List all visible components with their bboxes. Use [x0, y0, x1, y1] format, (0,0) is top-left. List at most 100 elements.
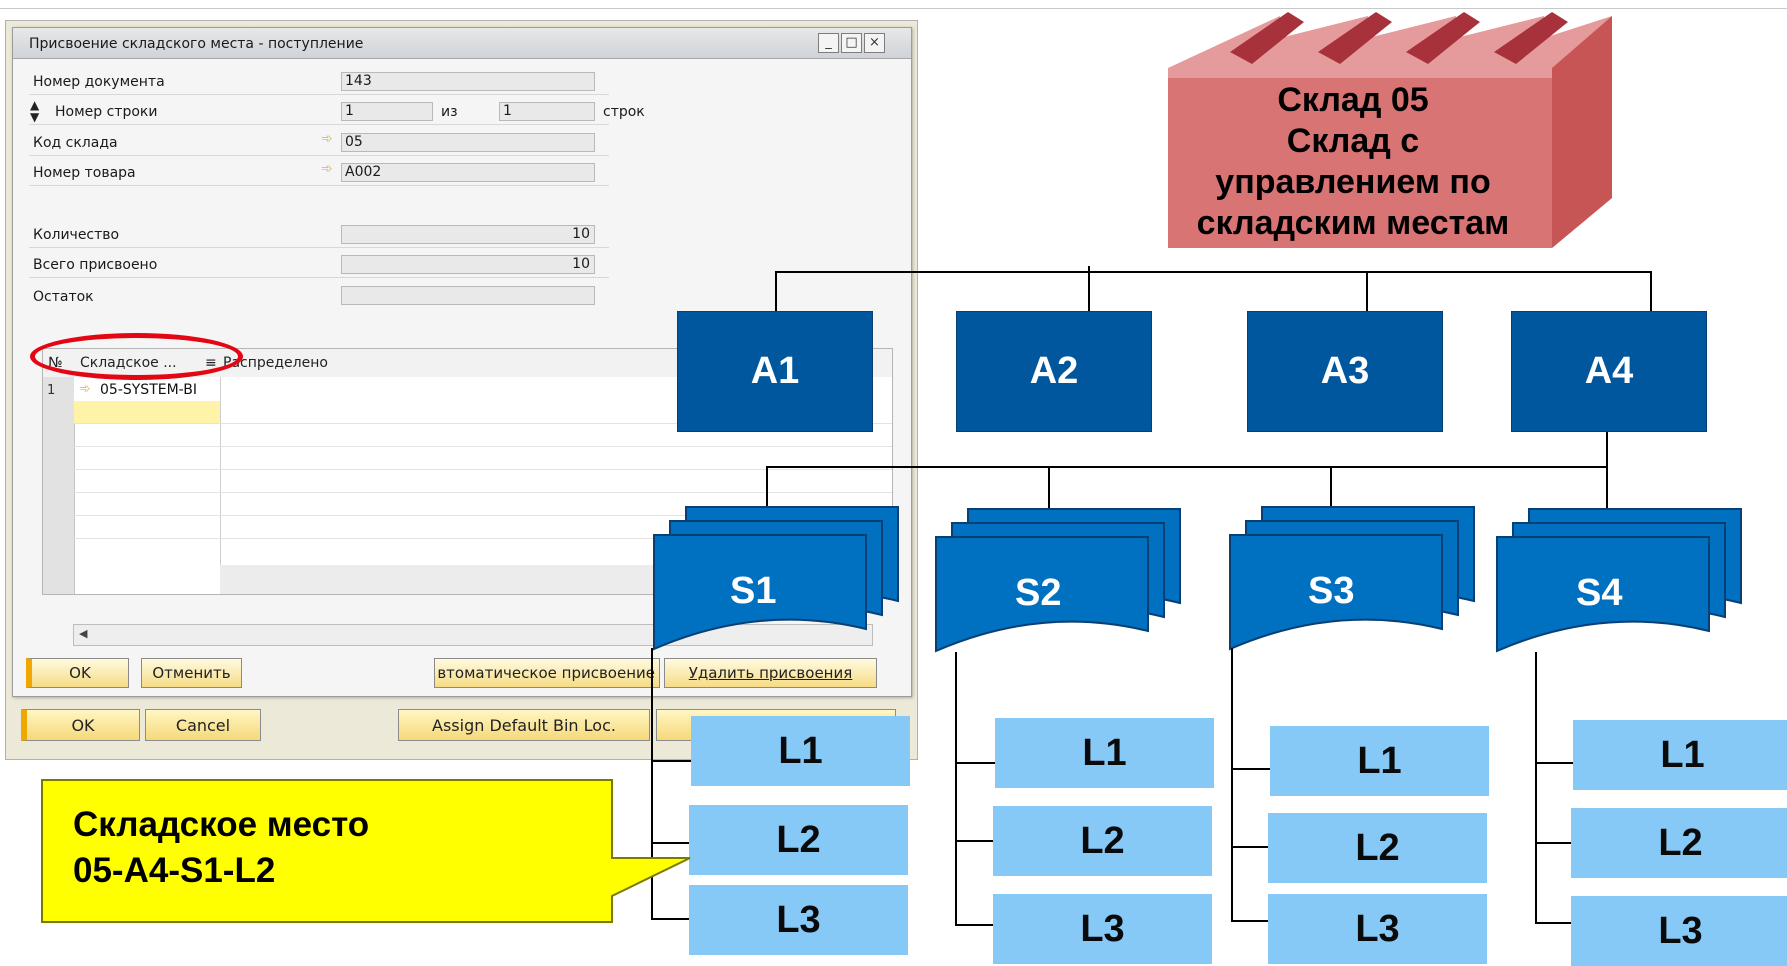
connector-line — [1088, 271, 1090, 311]
grid-line — [74, 515, 892, 516]
divider — [29, 124, 609, 125]
connector-line — [775, 271, 777, 311]
ok-button[interactable]: OK — [26, 658, 129, 688]
callout-line: Складское место — [73, 805, 370, 844]
callout-line: 05-A4-S1-L2 — [73, 851, 276, 890]
level-node: L1 — [995, 718, 1214, 788]
connector-line — [1088, 266, 1090, 273]
sub-label: S1 — [730, 570, 777, 612]
connector-line — [1535, 762, 1575, 764]
divider — [29, 155, 609, 156]
auto-assign-button[interactable]: втоматическое присвоение — [434, 658, 660, 688]
delete-assignments-button[interactable]: Удалить присвоения — [664, 658, 877, 688]
connector-line — [651, 918, 691, 920]
top-divider — [0, 8, 1787, 9]
grid-line — [74, 538, 892, 539]
connector-line — [1606, 466, 1608, 508]
area-node: A2 — [956, 311, 1152, 432]
connector-line — [1048, 466, 1050, 508]
maximize-icon[interactable]: □ — [841, 33, 862, 53]
level-node: L3 — [993, 894, 1212, 964]
connector-line — [1231, 768, 1271, 770]
assign-default-bin-label: Assign Default Bin Loc. — [432, 715, 616, 735]
warehouse-line: управлением по — [1215, 163, 1491, 201]
back-cancel-button[interactable]: Cancel — [145, 709, 261, 741]
back-cancel-label: Cancel — [175, 715, 231, 735]
doc-number-field[interactable]: 143 — [341, 72, 595, 91]
divider — [29, 277, 609, 278]
link-arrow-icon[interactable]: ➾ — [79, 381, 91, 397]
bin-code-cell[interactable]: 05-SYSTEM-BI — [100, 382, 197, 398]
area-node: A3 — [1247, 311, 1443, 432]
callout-box — [41, 779, 691, 923]
assign-default-bin-button[interactable]: Assign Default Bin Loc. — [398, 709, 650, 741]
grid-line — [74, 446, 892, 447]
level-node: L1 — [1270, 726, 1489, 796]
column-divider — [220, 377, 221, 565]
sub-label: S4 — [1576, 572, 1623, 614]
grid-row-numbers — [43, 377, 75, 594]
back-ok-button[interactable]: OK — [21, 709, 140, 741]
of-label: из — [441, 104, 458, 120]
delete-assignments-label: Удалить присвоения — [688, 664, 853, 682]
close-icon[interactable]: × — [864, 33, 885, 53]
back-ok-label: OK — [71, 715, 95, 735]
cancel-button[interactable]: Отменить — [141, 658, 242, 688]
connector-line — [651, 842, 691, 844]
warehouse-code-label: Код склада — [33, 135, 118, 151]
dialog-title: Присвоение складского места - поступлени… — [29, 36, 364, 52]
link-arrow-icon[interactable]: ➾ — [321, 131, 333, 147]
total-assigned-field: 10 — [341, 255, 595, 274]
level-node: L1 — [1573, 720, 1787, 790]
level-node: L3 — [1268, 894, 1487, 964]
connector-line — [1535, 922, 1575, 924]
connector-line — [651, 760, 691, 762]
remaining-field — [341, 286, 595, 305]
level-node: L2 — [1571, 808, 1787, 878]
highlight-ellipse — [30, 333, 243, 380]
connector-line — [651, 648, 653, 920]
connector-line — [775, 271, 1652, 273]
level-node: L3 — [1571, 896, 1787, 966]
active-row-cell[interactable] — [74, 401, 220, 423]
level-node: L2 — [689, 805, 908, 875]
connector-line — [1606, 432, 1608, 468]
item-number-label: Номер товара — [33, 165, 136, 181]
connector-line — [1650, 271, 1652, 311]
sub-label: S3 — [1308, 570, 1355, 612]
col-allocated-header[interactable]: Распределено — [223, 355, 328, 371]
connector-line — [1231, 846, 1271, 848]
link-arrow-icon[interactable]: ➾ — [321, 161, 333, 177]
warehouse-building-icon — [1168, 12, 1612, 248]
connector-line — [1366, 271, 1368, 311]
level-node: L1 — [691, 716, 910, 786]
connector-line — [1330, 466, 1332, 508]
scroll-left-icon[interactable]: ◀ — [79, 627, 88, 640]
divider — [29, 94, 609, 95]
quantity-field: 10 — [341, 225, 595, 244]
doc-number-label: Номер документа — [33, 74, 165, 90]
connector-line — [955, 924, 995, 926]
level-node: L3 — [689, 885, 908, 955]
connector-line — [1535, 652, 1537, 924]
row-stepper-icon[interactable]: ▲▼ — [30, 98, 40, 124]
area-node: A1 — [677, 311, 873, 432]
warehouse-code-field[interactable]: 05 — [341, 133, 595, 152]
connector-line — [1535, 842, 1575, 844]
row-number-field[interactable]: 1 — [341, 102, 433, 121]
row-number-label: Номер строки — [55, 104, 158, 120]
sub-label: S2 — [1015, 572, 1062, 614]
divider — [29, 247, 609, 248]
grid-line — [74, 469, 892, 470]
row-number: 1 — [47, 383, 56, 398]
sub-node-s2 — [935, 508, 1181, 653]
row-total-field: 1 — [499, 102, 595, 121]
warehouse-line: складским местам — [1196, 204, 1510, 242]
grid-line — [74, 423, 892, 424]
item-number-field[interactable]: A002 — [341, 163, 595, 182]
minimize-icon[interactable]: _ — [818, 33, 839, 53]
callout-text: Складское место 05-A4-S1-L2 — [73, 802, 553, 894]
connector-line — [766, 466, 768, 508]
area-node: A4 — [1511, 311, 1707, 432]
connector-line — [955, 840, 995, 842]
